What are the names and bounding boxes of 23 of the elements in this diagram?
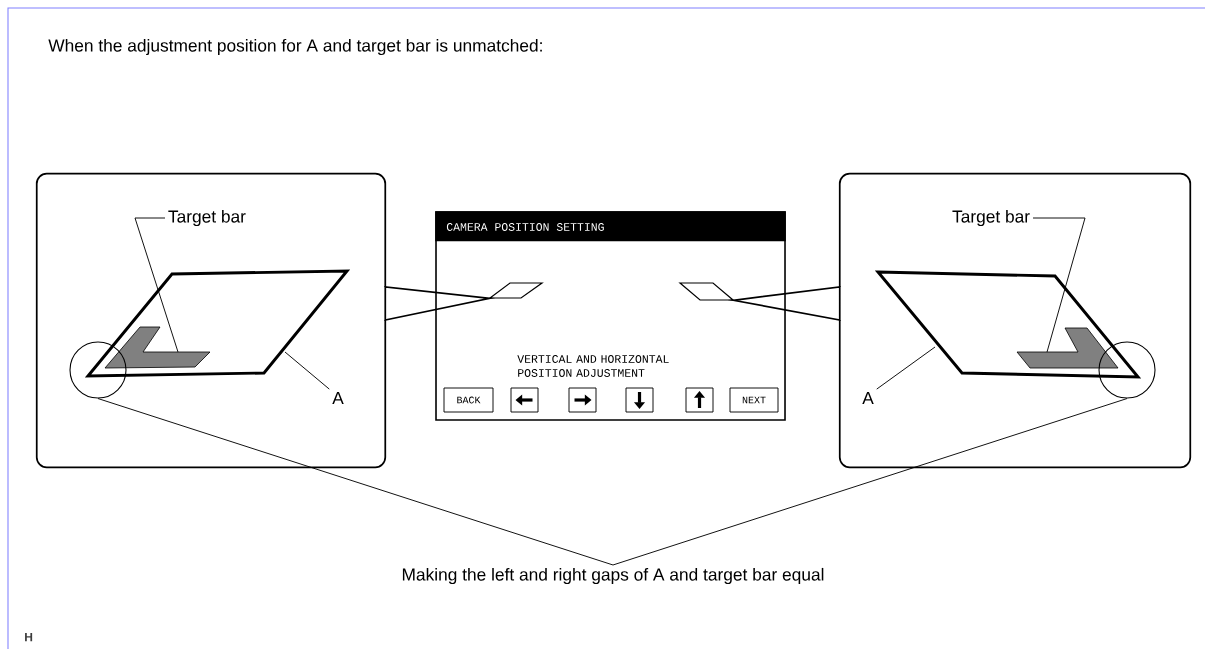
target-bar	[104, 326, 211, 369]
leader-line	[1032, 217, 1086, 353]
note-text: Making the left and right gaps of A and target bar equal	[402, 567, 824, 585]
callout-label: Target bar	[168, 209, 246, 227]
target-bar	[1016, 327, 1119, 369]
arrow-button	[685, 387, 714, 413]
back-button: BACK	[443, 387, 494, 413]
arrow-button	[625, 387, 654, 413]
callout-label: Target bar	[952, 209, 1030, 227]
corner-label: H	[25, 632, 33, 642]
next-button: NEXT	[729, 387, 779, 413]
arrow-button	[510, 387, 539, 413]
callout-label: A	[862, 392, 874, 404]
magnified-view-box	[35, 172, 387, 469]
arrow-button	[568, 387, 597, 413]
leader-line	[284, 351, 330, 390]
leader-line	[876, 346, 936, 390]
magnified-view-box	[838, 172, 1192, 469]
leader-line	[134, 217, 179, 353]
title: When the adjustment position for A and target bar is unmatched:	[48, 38, 542, 56]
callout-label: A	[332, 392, 344, 404]
magnifier-circle	[69, 341, 127, 399]
magnifier-circle	[1098, 341, 1156, 399]
